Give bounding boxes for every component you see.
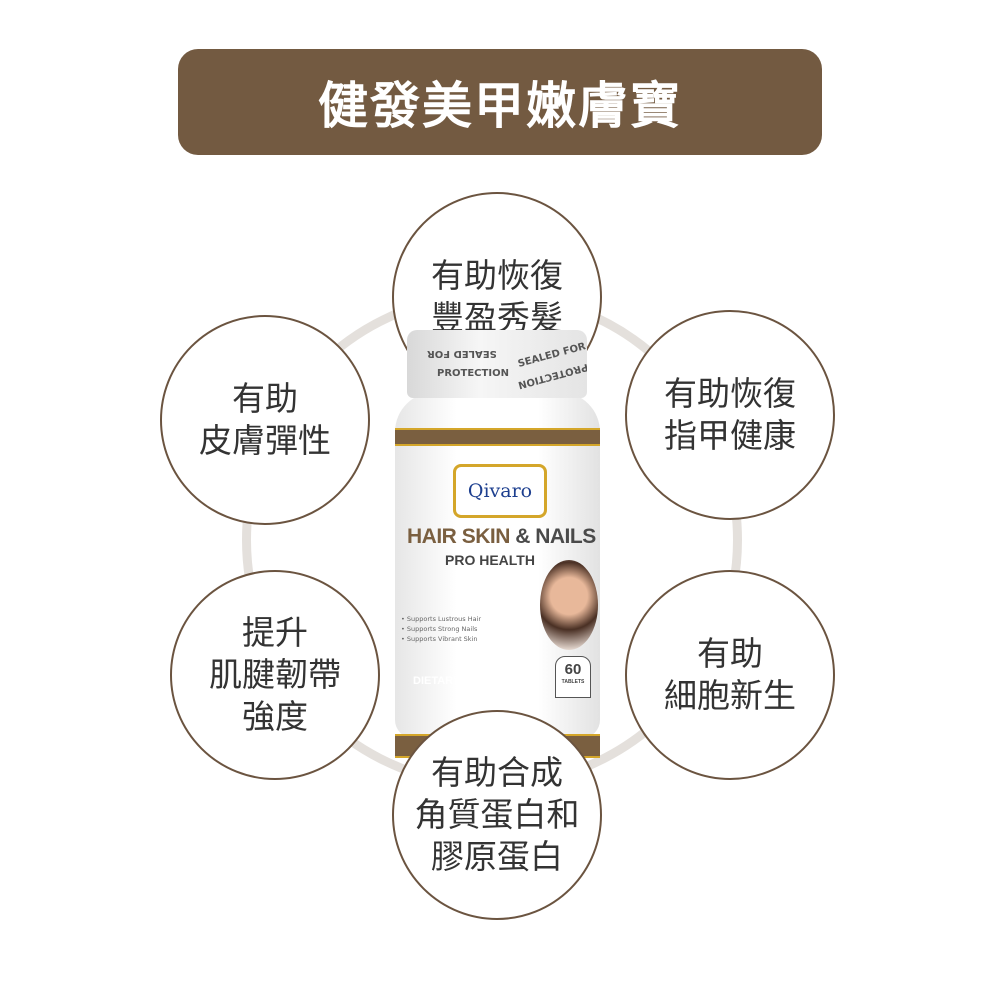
- product-subtitle: PRO HEALTH: [445, 552, 535, 568]
- title-banner: 健發美甲嫩膚寶: [178, 49, 822, 155]
- benefit-text: 肌腱韌帶: [209, 655, 341, 694]
- product-name: HAIR SKIN & NAILS: [407, 525, 596, 548]
- benefit-text: 有助恢復: [431, 256, 563, 295]
- bottle-body: Qivaro HAIR SKIN & NAILS PRO HEALTH • Su…: [395, 392, 600, 758]
- bottle-cap: SEALED FOR PROTECTION SEALED FOR PROTECT…: [407, 330, 587, 398]
- benefit-tendons: 提升肌腱韌帶強度: [170, 570, 380, 780]
- benefit-text: 細胞新生: [664, 676, 796, 715]
- benefit-skin: 有助皮膚彈性: [160, 315, 370, 525]
- product-bottle: Qivaro HAIR SKIN & NAILS PRO HEALTH • Su…: [395, 330, 600, 758]
- product-label: DIETARY SUPPLEMENT: [413, 675, 539, 687]
- benefit-text: 皮膚彈性: [199, 421, 331, 460]
- benefit-text: 指甲健康: [664, 416, 796, 455]
- label-band-top: [395, 428, 600, 446]
- benefit-text: 有助恢復: [664, 374, 796, 413]
- benefit-nails: 有助恢復指甲健康: [625, 310, 835, 520]
- model-photo: [540, 560, 598, 650]
- benefit-text: 有助: [697, 634, 763, 673]
- page-title: 健發美甲嫩膚寶: [318, 77, 682, 135]
- benefit-text: 角質蛋白和: [414, 795, 580, 834]
- benefit-text: 膠原蛋白: [431, 837, 563, 876]
- benefit-text: 強度: [242, 697, 308, 736]
- benefit-text: 提升: [242, 613, 308, 652]
- brand-name: Qivaro: [467, 480, 533, 502]
- benefit-cells: 有助細胞新生: [625, 570, 835, 780]
- benefit-text: 有助合成: [431, 753, 563, 792]
- brand-logo: Qivaro: [453, 464, 547, 518]
- benefit-protein: 有助合成角質蛋白和膠原蛋白: [392, 710, 602, 920]
- benefit-text: 有助: [232, 379, 298, 418]
- product-bullets: • Supports Lustrous Hair • Supports Stro…: [401, 615, 482, 643]
